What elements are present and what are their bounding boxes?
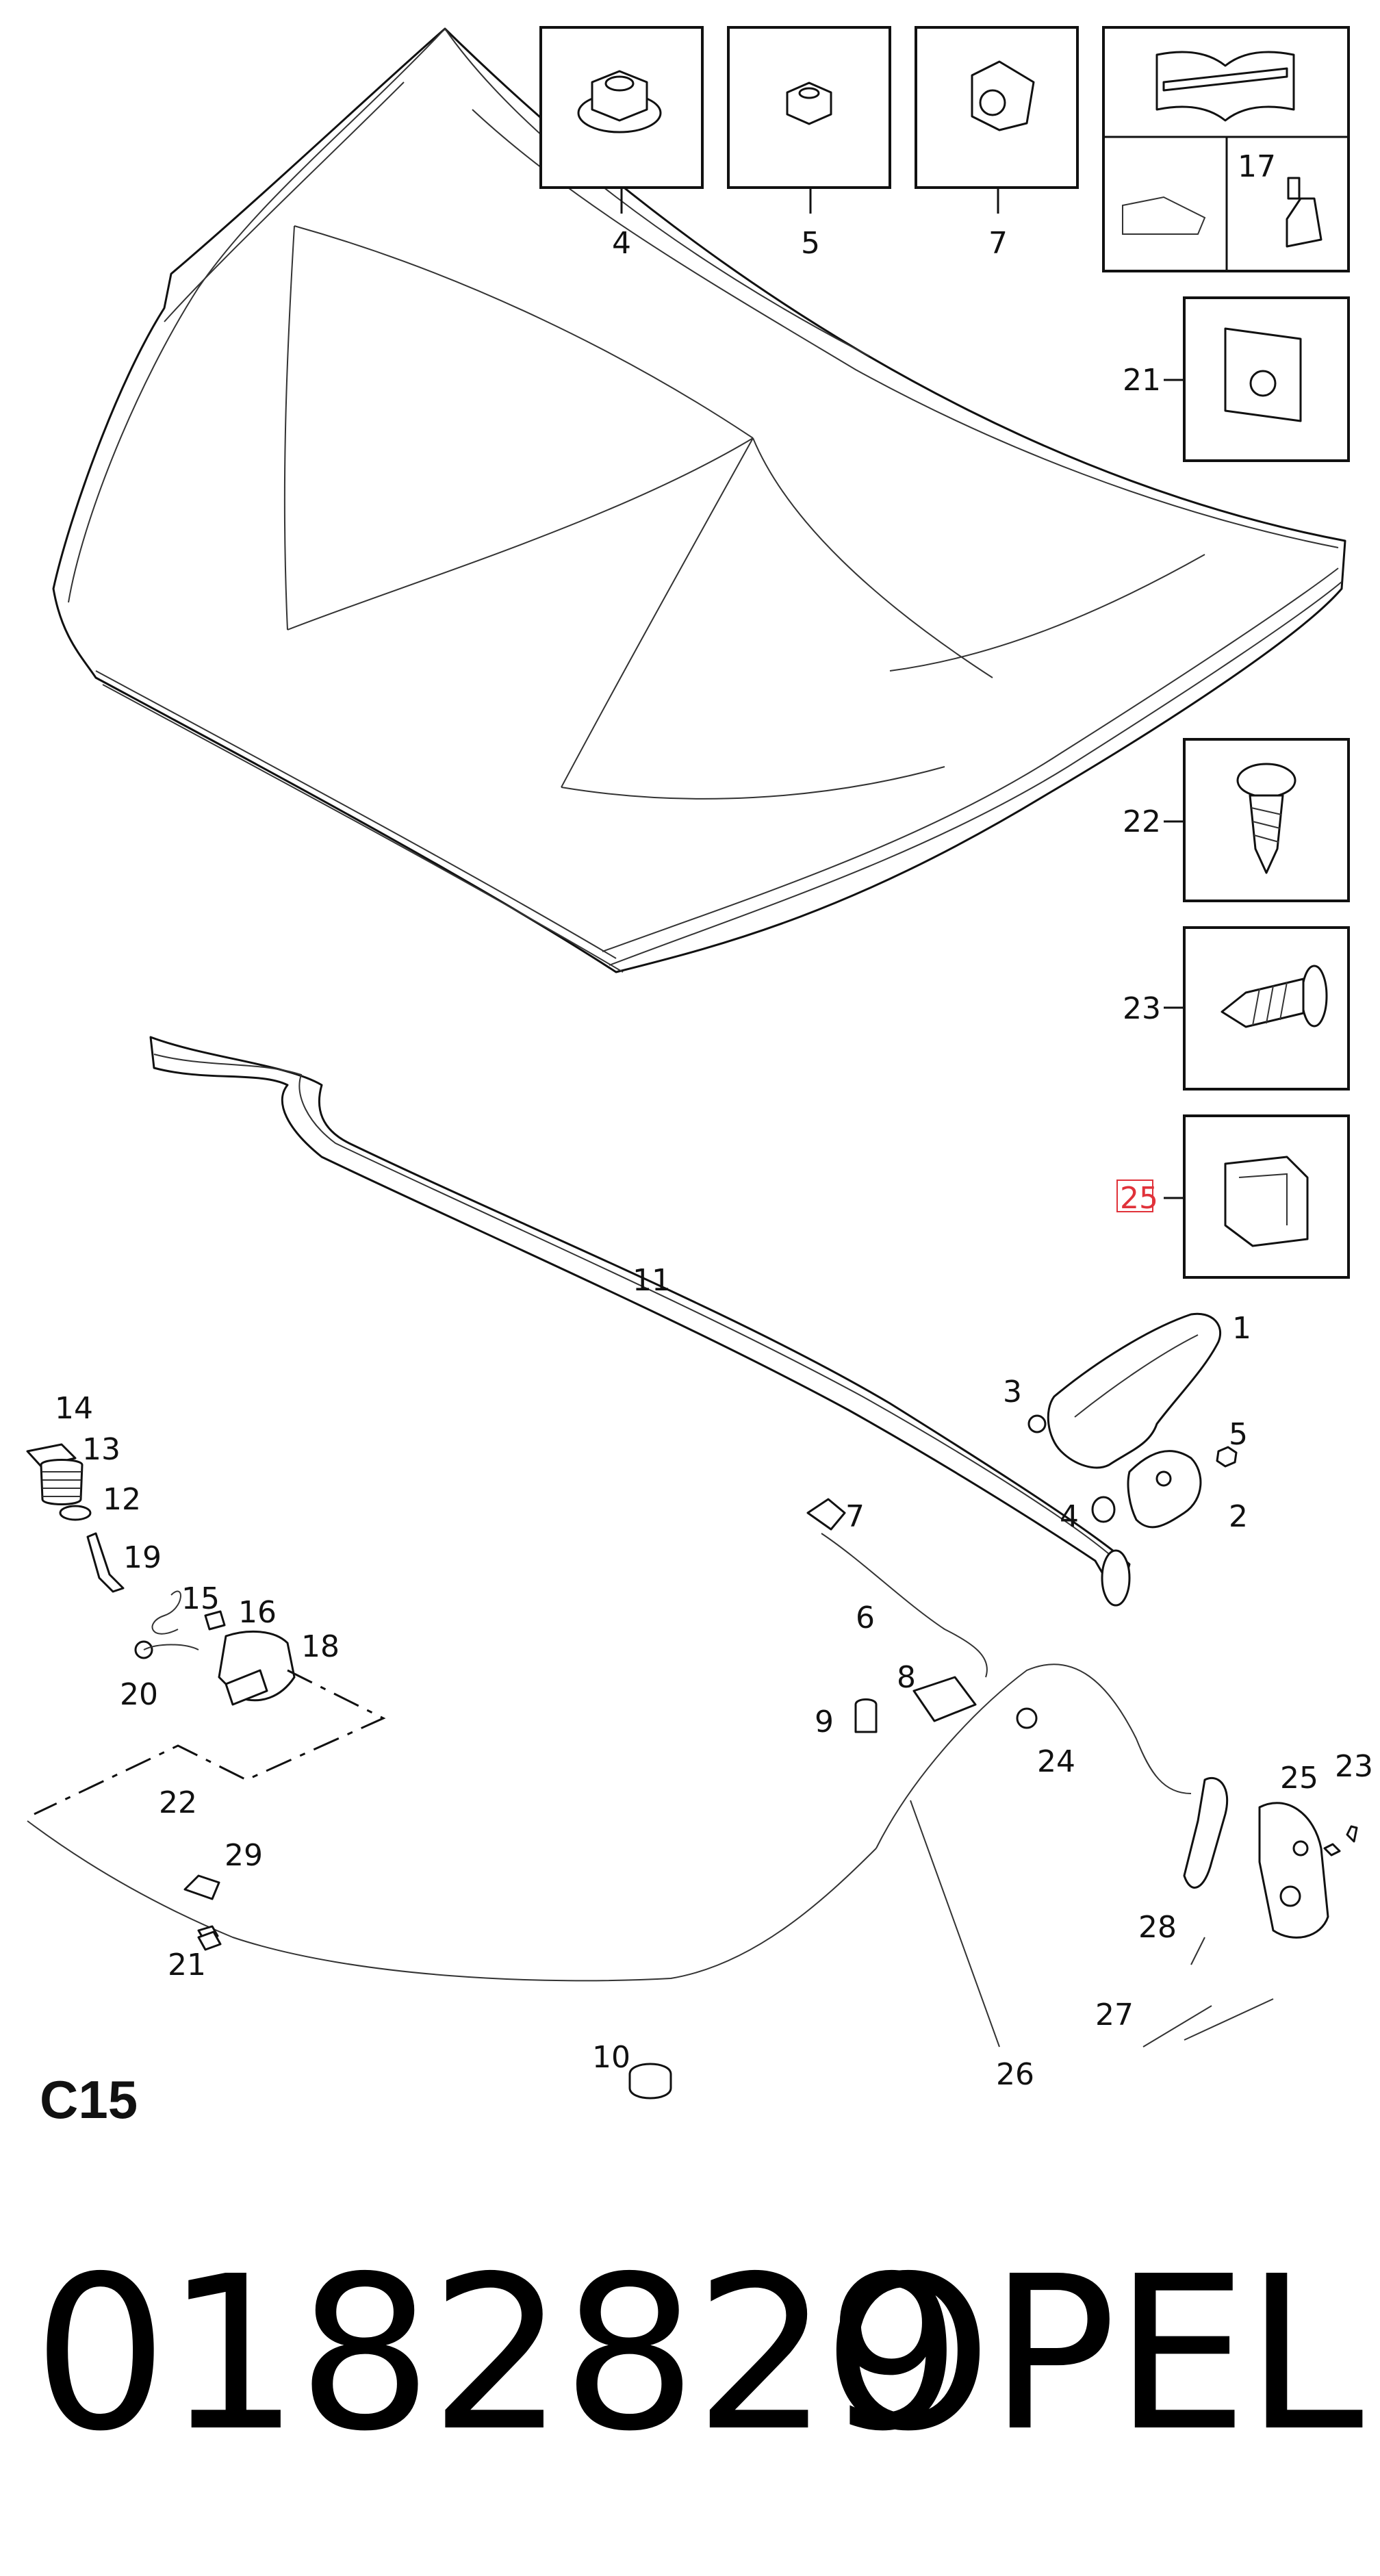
callout-11: 11 (632, 1263, 671, 1298)
callout-2: 2 (1229, 1499, 1248, 1534)
part-box-4 (539, 26, 704, 214)
callout-17: 17 (1238, 149, 1276, 184)
callout-13: 13 (82, 1432, 120, 1467)
callout-29: 29 (225, 1838, 263, 1873)
hood-panel (52, 27, 1346, 973)
part-box-25 (1164, 1114, 1350, 1279)
part-box-23 (1164, 926, 1350, 1091)
hood-seal-strip (149, 1036, 1131, 1607)
callout-12: 12 (103, 1482, 141, 1517)
callout-25-box: 25 (1120, 1181, 1158, 1216)
misc-clips-bottom (197, 1930, 672, 2100)
callout-4-box: 4 (612, 226, 631, 261)
callout-22-box: 22 (1123, 804, 1161, 839)
part-box-7 (915, 26, 1079, 214)
release-cable (806, 1498, 1192, 2048)
callout-25: 25 (1280, 1761, 1318, 1796)
callout-6: 6 (856, 1601, 875, 1635)
callout-4: 4 (1060, 1499, 1079, 1534)
callout-9: 9 (815, 1705, 834, 1739)
callout-21-box: 21 (1123, 363, 1161, 398)
brand-name: OPEL (824, 2231, 1364, 2478)
part-number: 0182829 (33, 2231, 962, 2478)
latch-assembly (26, 1443, 877, 1982)
callout-3: 3 (1003, 1375, 1022, 1410)
release-lever-assembly (1142, 1777, 1358, 2048)
callout-16: 16 (238, 1595, 277, 1630)
part-box-22 (1164, 738, 1350, 902)
callout-18: 18 (301, 1629, 340, 1664)
callout-1: 1 (1232, 1311, 1251, 1346)
hood-hinge-assembly (1027, 1312, 1238, 1529)
callout-25-highlight (1116, 1179, 1153, 1212)
callout-7-box: 7 (988, 226, 1008, 261)
callout-23-box: 23 (1123, 991, 1161, 1026)
section-code: C15 (40, 2069, 138, 2130)
callout-24: 24 (1037, 1744, 1075, 1779)
part-box-5 (727, 26, 891, 214)
callout-14: 14 (55, 1391, 93, 1426)
callout-23: 23 (1335, 1749, 1373, 1784)
callout-21: 21 (168, 1948, 206, 1982)
callout-20: 20 (120, 1677, 158, 1712)
part-box-21 (1164, 296, 1350, 462)
callout-22: 22 (159, 1785, 197, 1820)
callout-labels: 4 5 7 17 21 22 23 25 11 1 3 5 4 2 7 6 8 … (55, 149, 1373, 2092)
callout-15: 15 (181, 1581, 220, 1616)
callout-27: 27 (1095, 1998, 1134, 2032)
part-box-manual-17 (1102, 26, 1350, 272)
callout-5: 5 (1229, 1417, 1248, 1452)
callout-10: 10 (592, 2040, 630, 2075)
callout-7: 7 (845, 1499, 865, 1534)
callout-28: 28 (1138, 1910, 1177, 1945)
callout-8: 8 (897, 1660, 916, 1695)
callout-19: 19 (123, 1540, 162, 1575)
callout-26: 26 (996, 2057, 1034, 2092)
callout-5-box: 5 (801, 226, 820, 261)
